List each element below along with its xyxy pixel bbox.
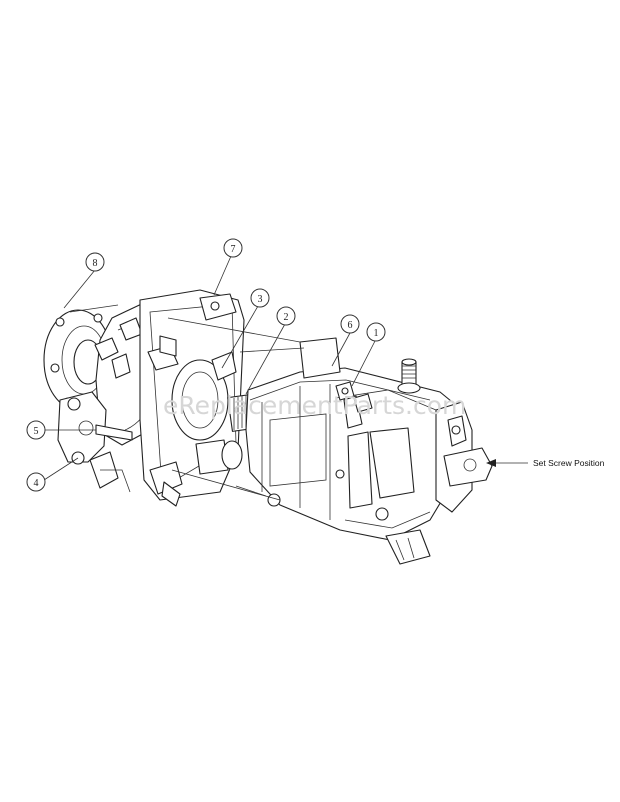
- watermark-text: eReplacementParts.com: [163, 391, 466, 420]
- transaxle-case: [245, 337, 463, 565]
- svg-text:6: 6: [348, 320, 353, 331]
- output-end-bracket: [435, 401, 493, 513]
- set-screw-annotation: Set Screw Position: [486, 458, 605, 468]
- svg-text:3: 3: [258, 294, 263, 305]
- callout-1: 1: [366, 322, 386, 342]
- callout-8: 8: [85, 252, 105, 272]
- callout-6: 6: [340, 314, 360, 334]
- callout-5: 5: [26, 420, 46, 440]
- svg-text:5: 5: [34, 426, 39, 437]
- svg-text:7: 7: [231, 244, 236, 255]
- svg-text:1: 1: [374, 328, 379, 339]
- svg-text:4: 4: [34, 478, 39, 489]
- callout-2: 2: [276, 306, 296, 326]
- svg-text:2: 2: [284, 312, 289, 323]
- fasteners: [335, 381, 373, 413]
- breather-fitting: [397, 358, 421, 394]
- callout-7: 7: [223, 238, 243, 258]
- callout-4: 4: [26, 472, 46, 492]
- side-cover-plate: [57, 391, 133, 465]
- assembly-lines: [167, 317, 305, 501]
- set-screw-label: Set Screw Position: [533, 458, 605, 468]
- wheel-hub-flange: [43, 304, 119, 411]
- callout-3: 3: [250, 288, 270, 308]
- svg-text:8: 8: [93, 258, 98, 269]
- callout-leaders: [43, 255, 376, 481]
- end-plate-gasket: [139, 289, 245, 507]
- arrow-left-icon: [486, 459, 496, 467]
